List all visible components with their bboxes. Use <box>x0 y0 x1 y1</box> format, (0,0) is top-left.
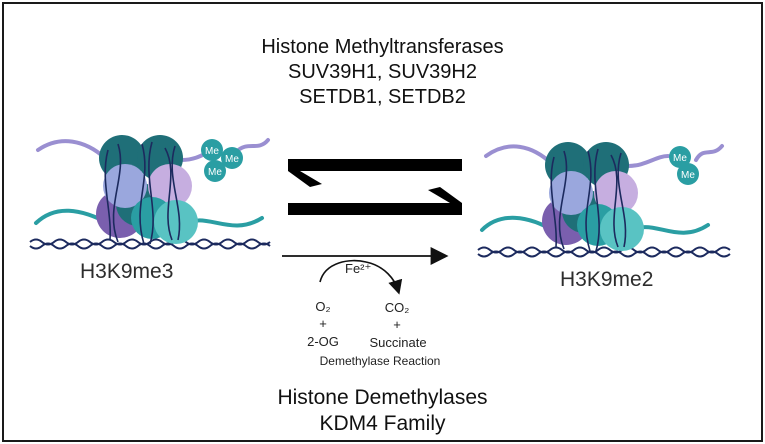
methyltransferases-title: Histone Methyltransferases <box>261 36 504 58</box>
histone-h4-right <box>154 200 198 244</box>
methyl-mark-2 <box>221 147 243 169</box>
reaction-caption: Demethylase Reaction <box>319 354 441 368</box>
methyltransferases-list-1: SUV39H1, SUV39H2 <box>288 61 477 83</box>
dna-wrap-right <box>550 148 627 252</box>
dna-baseline-right <box>477 246 731 258</box>
histone-tail-left-top <box>36 139 107 160</box>
histone-h2a-left <box>549 171 593 215</box>
product-succinate: Succinate <box>369 335 427 350</box>
plus-right: + <box>393 317 401 332</box>
plus-left: + <box>319 316 327 331</box>
histone-h4-right <box>600 207 644 251</box>
dna-wrap-left <box>104 141 181 245</box>
substrate-2og: 2-OG <box>307 334 339 349</box>
methyl-mark-text-1: Me <box>205 146 219 157</box>
methyl-mark-3 <box>204 160 226 182</box>
label-h3k9me3: H3K9me3 <box>80 260 174 283</box>
histone-h2a-left <box>103 164 147 208</box>
methyl-marks-left: Me Me Me <box>201 139 243 182</box>
methyl-mark-text-1: Me <box>673 153 687 164</box>
harpoon-bottom-bar <box>288 203 462 215</box>
label-h3k9me2: H3K9me2 <box>560 268 654 291</box>
product-co2: CO₂ <box>384 300 410 315</box>
histone-tail-upper-right <box>694 144 724 162</box>
harpoon-top-barb <box>288 171 322 187</box>
cofactor-label: Fe²⁺ <box>345 261 372 276</box>
histone-tail-upper-right <box>234 138 270 154</box>
substrate-o2: O₂ <box>315 299 331 314</box>
methyl-mark-text-2: Me <box>225 154 239 165</box>
methyl-mark-text-3: Me <box>208 167 222 178</box>
nucleosome-right: Me Me <box>477 142 731 258</box>
nucleosome-left: Me Me Me <box>29 135 271 250</box>
histone-tail-left-top <box>484 144 554 166</box>
histone-tail-right-top <box>626 154 670 168</box>
methyltransferases-list-2: SETDB1, SETDB2 <box>299 86 466 108</box>
methyl-marks-right: Me Me <box>669 146 699 185</box>
harpoon-bottom-barb <box>428 187 462 203</box>
harpoon-top-bar <box>288 159 462 171</box>
equilibrium-arrows <box>288 159 462 215</box>
methyl-mark-text-2: Me <box>681 170 695 181</box>
methyl-mark-2 <box>677 163 699 185</box>
demethylases-family: KDM4 Family <box>319 412 446 435</box>
methyl-mark-1 <box>669 146 691 168</box>
demethylases-title: Histone Demethylases <box>277 386 488 409</box>
cofactor-curve-arrow <box>319 259 403 295</box>
methyl-mark-1 <box>201 139 223 161</box>
